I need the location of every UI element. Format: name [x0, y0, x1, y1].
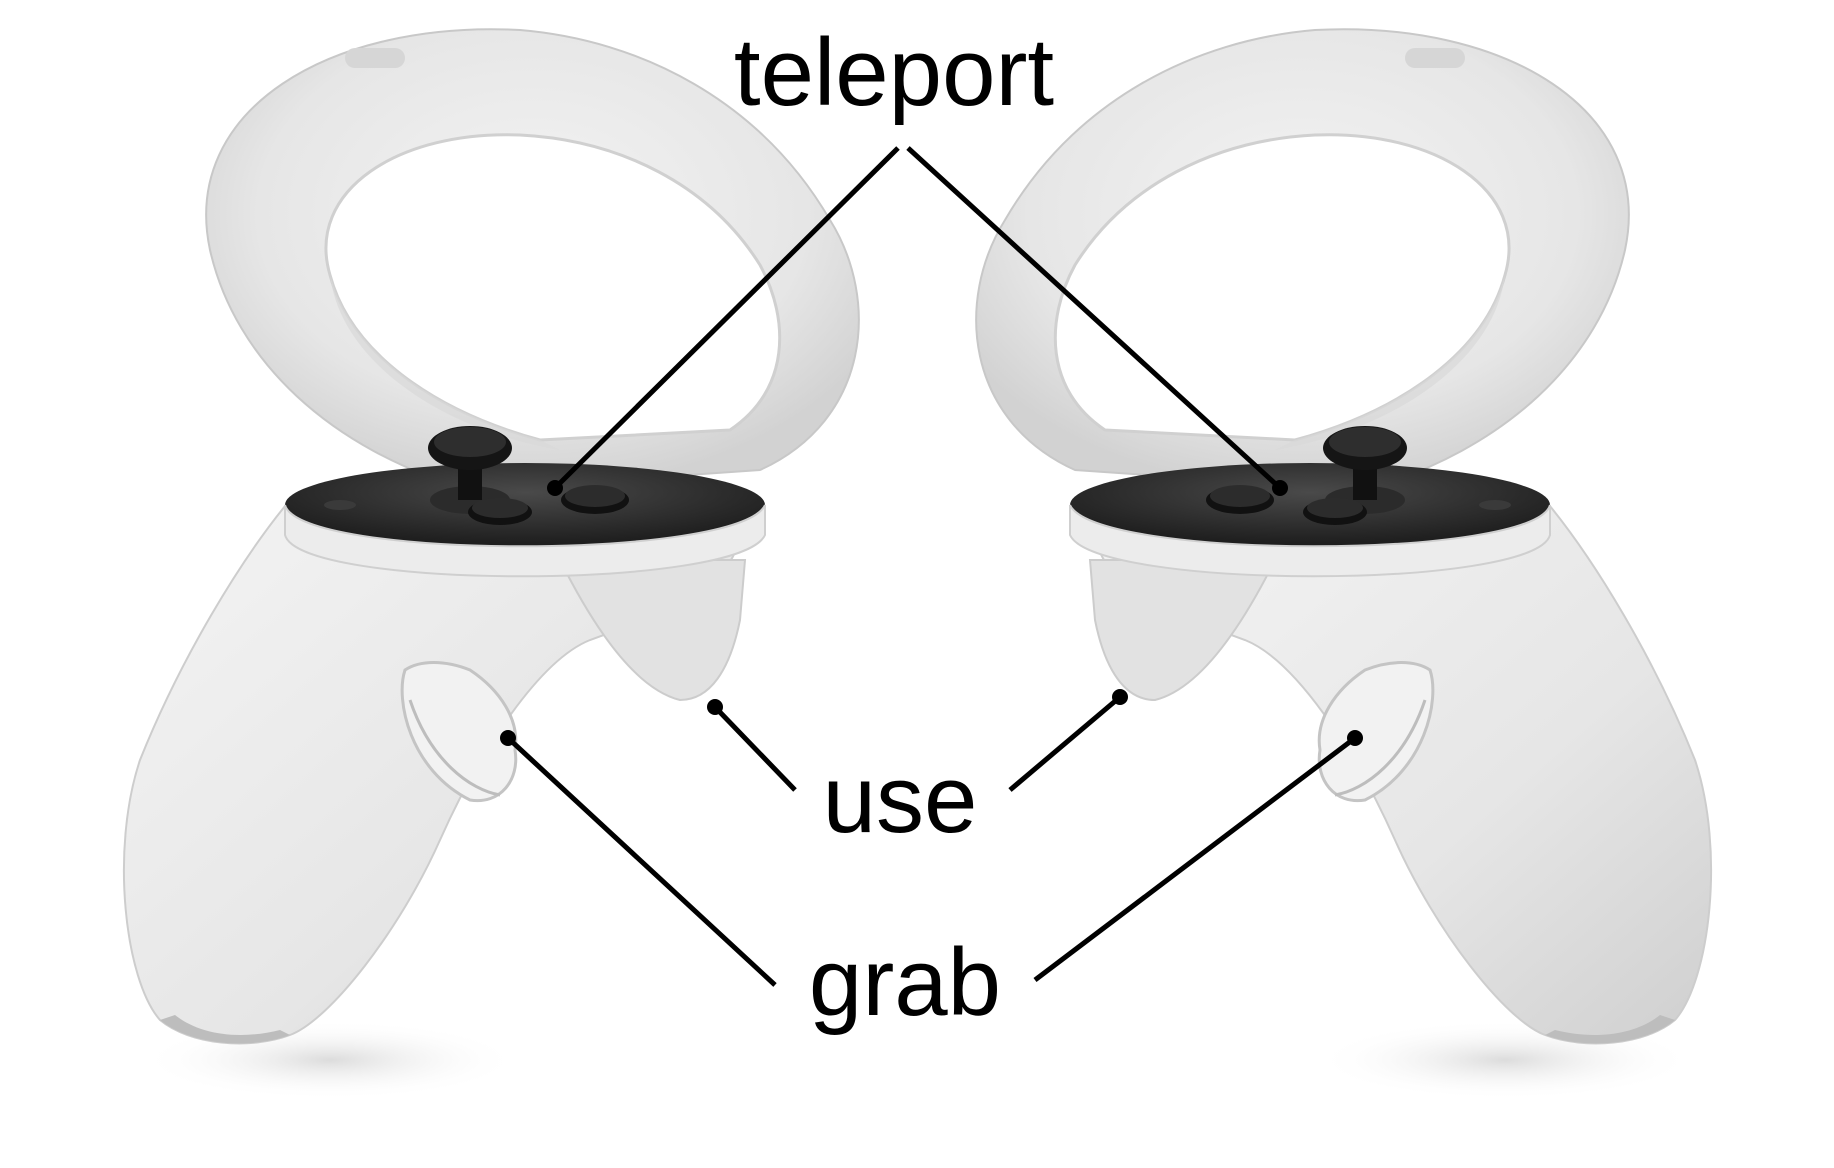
use-dot-left [707, 699, 723, 715]
left-menu-button [324, 500, 356, 510]
grab-label: grab [809, 929, 1001, 1036]
left-ring-sensor-slot [345, 48, 405, 68]
teleport-dot-right [1272, 480, 1288, 496]
left-thumbstick [428, 426, 512, 514]
right-button-a [1303, 498, 1367, 525]
right-ring-sensor-slot [1405, 48, 1465, 68]
left-button-x [468, 498, 532, 525]
teleport-label: teleport [734, 19, 1054, 126]
left-trigger-housing [558, 559, 747, 702]
left-controller [122, 28, 860, 1100]
right-trigger-housing [1088, 559, 1277, 702]
use-leader-left [713, 705, 797, 792]
teleport-leader-left [553, 146, 900, 490]
right-tracking-ring [975, 28, 1630, 492]
left-grip-button [400, 661, 518, 803]
use-label: use [823, 746, 978, 853]
use-dot-right [1112, 689, 1128, 705]
teleport-dot-left [547, 480, 563, 496]
right-controller [975, 28, 1713, 1100]
right-grip-button [1317, 661, 1435, 803]
grab-dot-right [1347, 730, 1363, 746]
leader-endpoints [500, 480, 1363, 746]
teleport-leader-right [906, 146, 1282, 490]
leader-lines [506, 146, 1357, 987]
left-tracking-ring [205, 28, 860, 492]
use-leader-right [1008, 695, 1122, 792]
right-button-b [1206, 485, 1274, 514]
grab-dot-left [500, 730, 516, 746]
right-menu-button [1479, 500, 1511, 510]
grab-leader-right [1033, 736, 1357, 982]
grab-leader-left [506, 736, 777, 987]
left-button-y [561, 485, 629, 514]
